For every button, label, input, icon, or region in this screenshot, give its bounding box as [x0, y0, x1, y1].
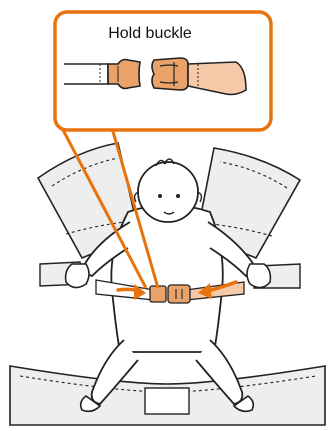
carrier-waist-belt	[10, 366, 325, 425]
buckle-male-icon	[108, 60, 140, 89]
buckle-female-icon	[152, 58, 188, 90]
strap-left-closeup	[64, 64, 108, 84]
callout-label: Hold buckle	[108, 25, 192, 42]
belt-buckle-closeup-small	[150, 285, 190, 303]
